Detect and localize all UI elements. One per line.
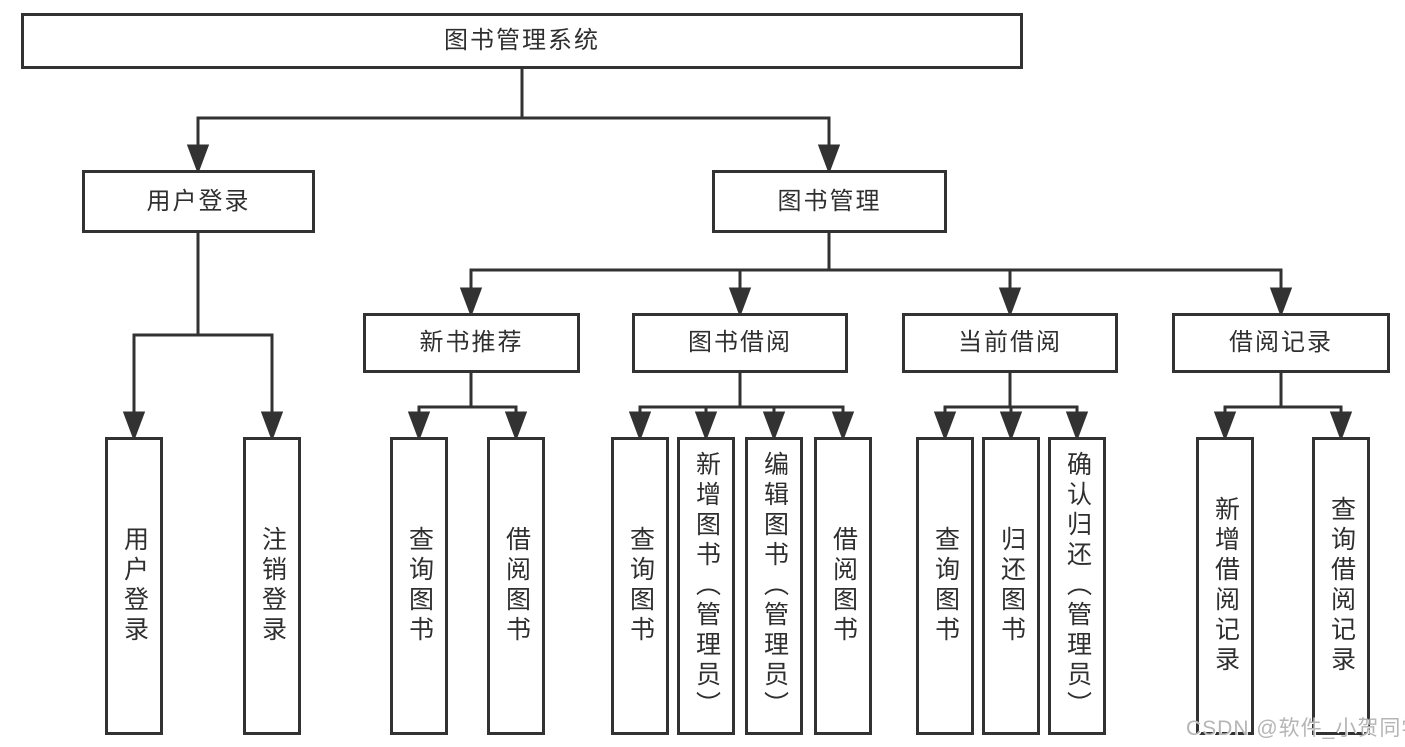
leaf-add-book-admin: 新增图书（管理员） [677,437,735,735]
leaf-logout: 注销登录 [243,437,301,735]
leaf-edit-book-admin: 编辑图书（管理员） [745,437,803,735]
node-borrow-records: 借阅记录 [1172,313,1390,373]
node-current-borrow: 当前借阅 [902,313,1118,373]
leaf-user-login: 用户登录 [105,437,163,735]
node-book-management: 图书管理 [712,170,947,233]
node-book-borrow: 图书借阅 [632,313,848,373]
leaf-add-borrow-record: 新增借阅记录 [1196,437,1254,735]
leaf-borrow-book: 借阅图书 [814,437,872,735]
leaf-borrow-book-recommend: 借阅图书 [487,437,545,735]
leaf-query-borrow-record: 查询借阅记录 [1312,437,1370,735]
leaf-return-book: 归还图书 [982,437,1040,735]
node-user-login: 用户登录 [82,170,315,233]
node-new-book-recommend: 新书推荐 [363,313,580,373]
csdn-watermark: CSDN @软件_小贺同学 [1186,717,1405,740]
leaf-query-book-borrow: 查询图书 [611,437,669,735]
node-root-library-system: 图书管理系统 [21,13,1023,69]
leaf-query-book-current: 查询图书 [916,437,974,735]
leaf-query-book-recommend: 查询图书 [390,437,448,735]
leaf-confirm-return-admin: 确认归还（管理员） [1048,437,1106,735]
